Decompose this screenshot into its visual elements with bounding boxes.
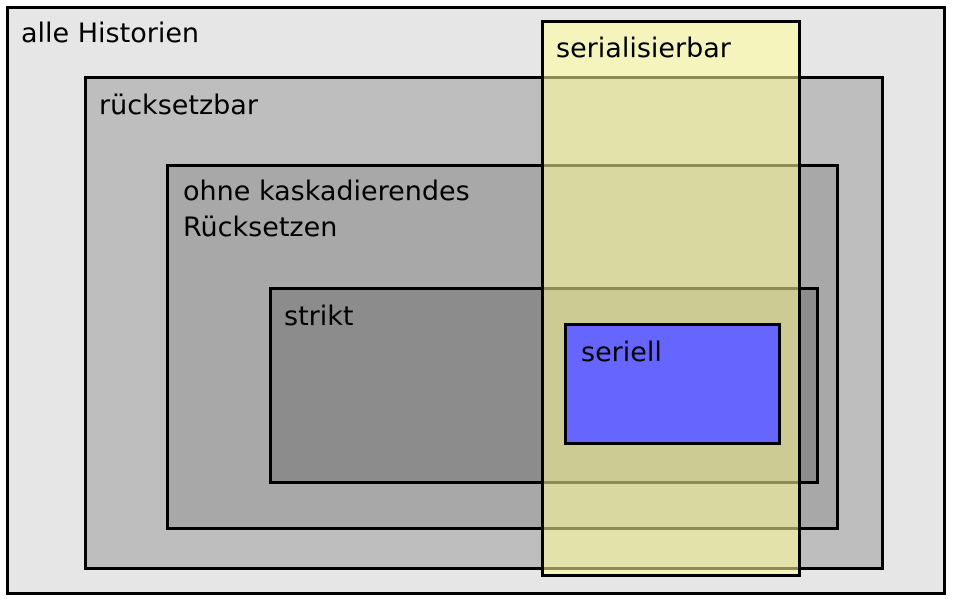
set-serializable [541,20,801,577]
label-recoverable: rücksetzbar [99,90,258,121]
label-all-histories: alle Historien [21,18,200,49]
label-avoids-cascading-line2: Rücksetzen [183,212,338,243]
label-serial: seriell [581,337,662,368]
label-serializable: serialisierbar [556,33,731,64]
label-avoids-cascading-line1: ohne kaskadierendes [183,176,470,207]
label-avoids-cascading-aborts: ohne kaskadierendes Rücksetzen [183,174,470,246]
label-strict: strikt [284,301,354,332]
set-serial [564,323,781,445]
